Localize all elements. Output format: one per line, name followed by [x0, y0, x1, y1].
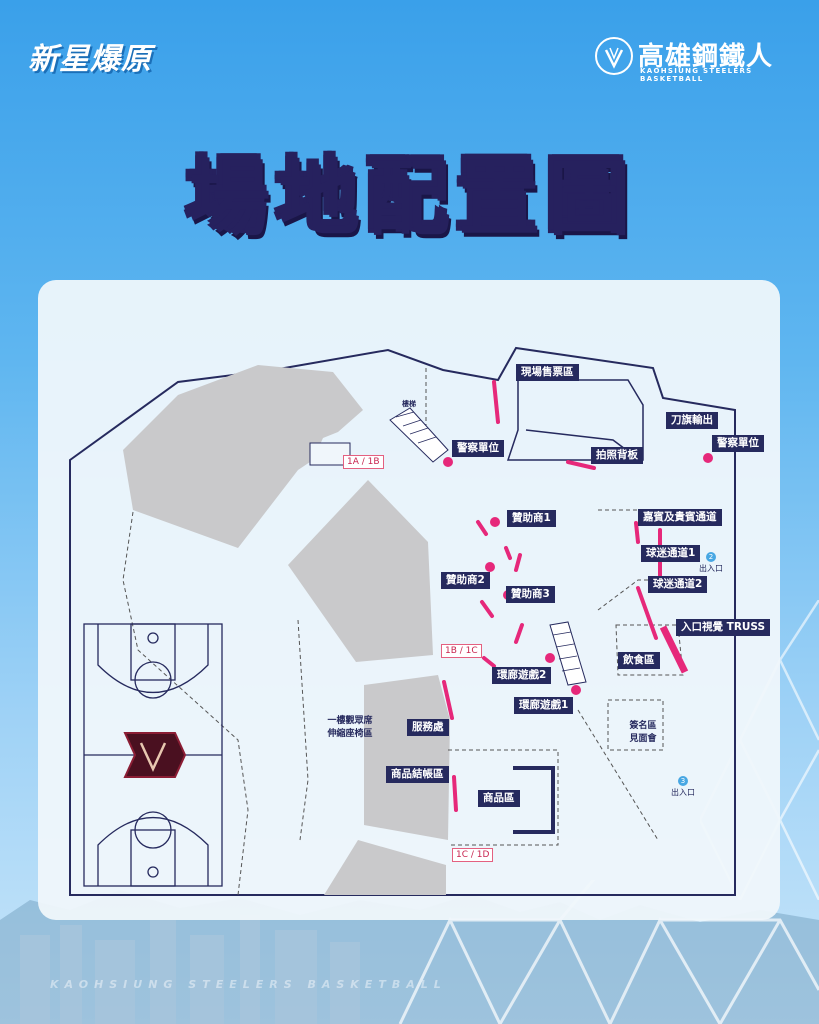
checkout-area-label: 商品結帳區 [386, 766, 449, 783]
steelers-badge-icon [595, 37, 633, 75]
floor-plan [69, 346, 736, 896]
sponsor-2-label: 贊助商2 [441, 572, 490, 589]
fan-channel-2-label: 球迷通道2 [648, 576, 708, 593]
footer-text: KAOHSIUNG STEELERS BASKETBALL [50, 978, 447, 991]
meet-greet-label: 簽名區 見面會 [629, 721, 657, 744]
seating-area-label: 一樓觀眾席 伸縮座椅區 [327, 716, 373, 739]
truss-label: 入口視覺 TRUSS [676, 619, 771, 636]
police-unit-label-2: 警察單位 [712, 435, 764, 452]
sponsor-1-label: 贊助商1 [507, 510, 556, 527]
food-area-label: 飲食區 [618, 652, 660, 669]
flag-output-label: 刀旗輸出 [666, 412, 718, 429]
photo-board-label: 拍照背板 [591, 447, 643, 464]
service-desk-label: 服務處 [407, 719, 449, 736]
court-logo [123, 732, 187, 778]
zone-1a-1b: 1A / 1B [343, 455, 384, 469]
basketball-court [83, 623, 223, 887]
zone-1b-1c: 1B / 1C [441, 644, 482, 658]
venue-map: 現場售票區 警察單位 警察單位 拍照背板 刀旗輸出 嘉賓及貴賓通道 球迷通道1 … [38, 280, 780, 920]
zone-1c-1d: 1C / 1D [452, 848, 494, 862]
sponsor-3-label: 贊助商3 [506, 586, 555, 603]
brand-logo: 高雄鋼鐵人 KAOHSIUNG STEELERS BASKETBALL [594, 36, 804, 83]
shop-area-label: 商品區 [478, 790, 520, 807]
ticket-area-label: 現場售票區 [516, 364, 579, 381]
stairs-label: 樓梯 [402, 400, 416, 408]
fan-channel-1-label: 球迷通道1 [641, 545, 701, 562]
brand-name: 高雄鋼鐵人 [638, 42, 774, 72]
brand-subtitle: KAOHSIUNG STEELERS BASKETBALL [640, 67, 753, 83]
police-unit-label: 警察單位 [452, 440, 504, 457]
pins [443, 453, 713, 695]
vip-channel-label: 嘉賓及貴賓通道 [638, 509, 722, 526]
corridor-game-1-label: 環廊遊戲1 [514, 697, 574, 714]
corridor-game-2-label: 環廊遊戲2 [492, 667, 552, 684]
page-title: 場地配置圖 [184, 148, 635, 243]
event-logo: 新星爆原 [28, 42, 152, 77]
city-skyline [0, 880, 819, 1024]
